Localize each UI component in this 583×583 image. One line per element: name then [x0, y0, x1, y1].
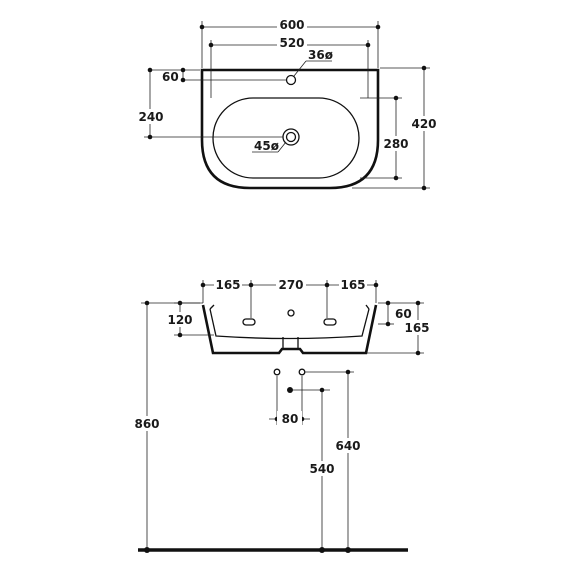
dim-60-rim: 60: [395, 307, 412, 321]
tap-hole-front: [287, 309, 295, 317]
dim-165-left: 165: [215, 278, 240, 292]
dim-640: 640: [335, 439, 360, 453]
dim-280: 280: [383, 137, 408, 151]
bowl-outline: [212, 97, 360, 179]
dim-240: 240: [138, 110, 163, 124]
inner-bowl-line: [209, 308, 370, 340]
front-view: 165 270 165 120 60 165 860: [132, 277, 431, 553]
top-view: 600 520 36ø 60 240 420: [138, 17, 438, 191]
dim-540: 540: [309, 462, 334, 476]
dim-36-diameter: 36ø: [308, 48, 333, 62]
fitting-left: [273, 368, 281, 376]
dim-45-diameter: 45ø: [254, 139, 279, 153]
dim-165-body: 165: [404, 321, 429, 335]
dim-60-tap: 60: [162, 70, 179, 84]
dim-420: 420: [411, 117, 436, 131]
dim-270: 270: [278, 278, 303, 292]
dim-120: 120: [167, 313, 192, 327]
basin-outline-top: [200, 68, 380, 190]
dim-80: 80: [282, 412, 299, 426]
drain-stub: [282, 337, 299, 349]
basin-profile: [201, 304, 378, 355]
overflow-left: [242, 318, 256, 326]
fitting-right: [298, 368, 306, 376]
dim-520: 520: [279, 36, 304, 50]
tap-hole: [285, 74, 297, 86]
dim-860: 860: [134, 417, 159, 431]
waste-center: [287, 387, 293, 393]
overflow-right: [323, 318, 337, 326]
dim-165-right: 165: [340, 278, 365, 292]
dim-600: 600: [279, 18, 304, 32]
drain-inner: [285, 131, 297, 143]
